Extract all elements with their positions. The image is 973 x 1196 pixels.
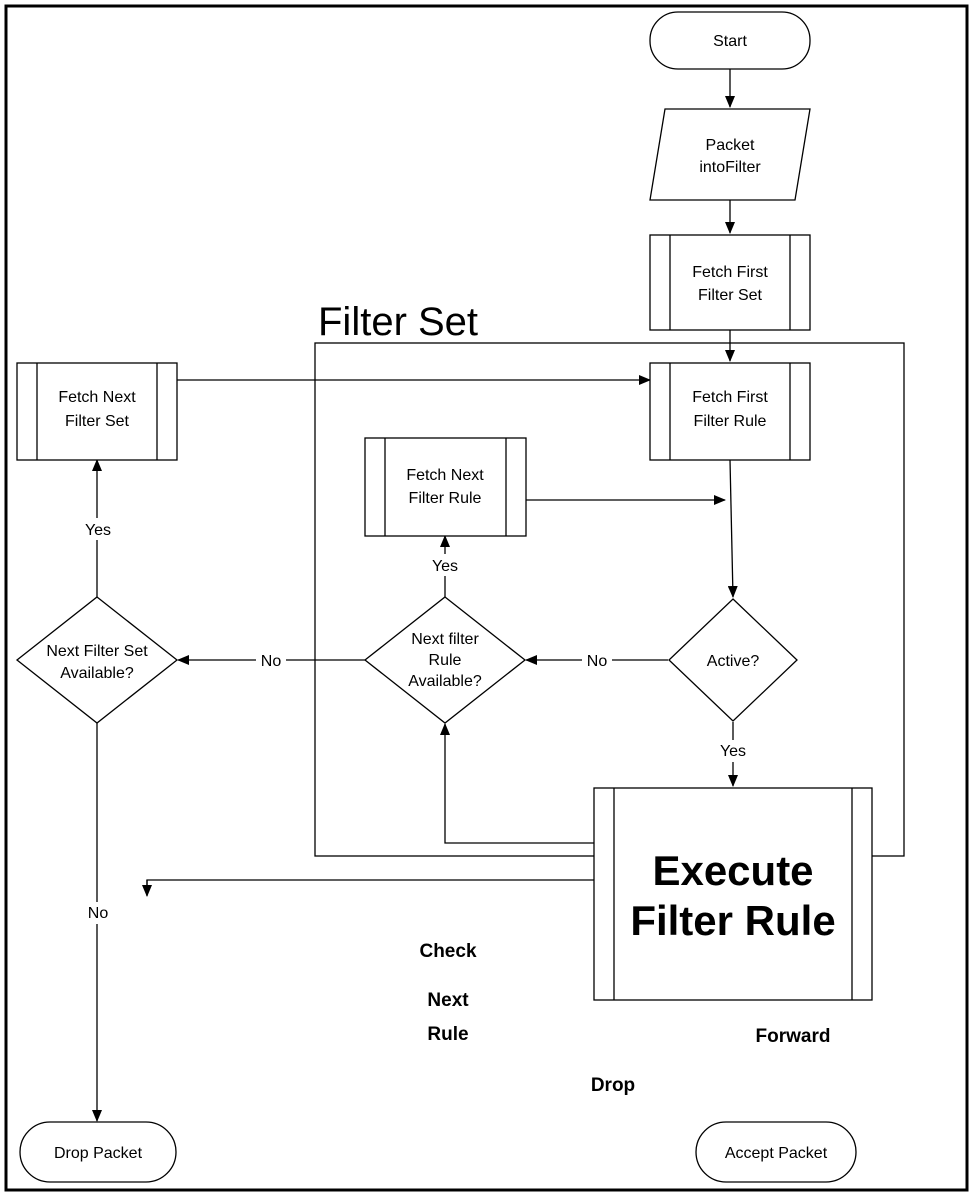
fetch-first-rule-label-1: Fetch First bbox=[692, 389, 768, 406]
fetch-next-rule-label-2: Filter Rule bbox=[409, 490, 482, 507]
next-set-available-label-2: Available? bbox=[60, 665, 134, 682]
edge-label-set-no-left: No bbox=[261, 653, 282, 670]
next-rule-available-label-3: Available? bbox=[408, 673, 482, 690]
node-next-filter-set-available: Next Filter Set Available? bbox=[15, 596, 179, 724]
fetch-first-set-label-1: Fetch First bbox=[692, 264, 768, 281]
fetch-next-set-label-1: Fetch Next bbox=[58, 389, 136, 406]
node-fetch-next-filter-rule: Fetch Next Filter Rule bbox=[364, 437, 527, 537]
outer-border bbox=[4, 4, 969, 1192]
packet-label-1: Packet bbox=[706, 137, 755, 154]
edge-label-forward: Forward bbox=[756, 1026, 831, 1047]
node-packet-into-filter: Packet intoFilter bbox=[649, 108, 811, 201]
node-fetch-next-filter-set: Fetch Next Filter Set bbox=[16, 362, 178, 461]
edge-label-rule-no: No bbox=[587, 653, 608, 670]
edge-label-check-3: Rule bbox=[427, 1024, 468, 1045]
next-rule-available-label-1: Next filter bbox=[411, 631, 479, 648]
fetch-next-rule-label-1: Fetch Next bbox=[406, 467, 484, 484]
node-next-filter-rule-available: Next filter Rule Available? bbox=[363, 596, 527, 724]
execute-label-1: Execute bbox=[652, 847, 813, 894]
execute-label-2: Filter Rule bbox=[630, 897, 835, 944]
fetch-next-set-label-2: Filter Set bbox=[65, 413, 130, 430]
edge-label-check-1: Check bbox=[419, 941, 476, 962]
node-accept-packet: Accept Packet bbox=[695, 1121, 857, 1183]
active-label: Active? bbox=[707, 653, 760, 670]
node-fetch-first-filter-set: Fetch First Filter Set bbox=[649, 234, 811, 331]
start-label: Start bbox=[713, 33, 747, 50]
next-set-available-label-1: Next Filter Set bbox=[46, 643, 148, 660]
edge-label-set-yes: Yes bbox=[85, 522, 111, 539]
node-drop-packet: Drop Packet bbox=[19, 1121, 177, 1183]
filter-set-group bbox=[314, 342, 905, 857]
accept-packet-label: Accept Packet bbox=[725, 1145, 828, 1162]
drop-packet-label: Drop Packet bbox=[54, 1145, 143, 1162]
edge-label-rule-yes: Yes bbox=[432, 558, 458, 575]
edge-label-active-yes: Yes bbox=[720, 743, 746, 760]
node-start: Start bbox=[649, 11, 811, 70]
node-fetch-first-filter-rule: Fetch First Filter Rule bbox=[649, 362, 811, 461]
fetch-first-set-label-2: Filter Set bbox=[698, 287, 763, 304]
edge-label-drop: Drop bbox=[591, 1075, 635, 1096]
fetch-first-rule-label-2: Filter Rule bbox=[694, 413, 767, 430]
edge-label-set-no-down: No bbox=[88, 905, 109, 922]
node-execute-filter-rule: Execute Filter Rule bbox=[593, 787, 873, 1001]
packet-label-2: intoFilter bbox=[699, 159, 761, 176]
node-active: Active? bbox=[668, 598, 798, 722]
next-rule-available-label-2: Rule bbox=[429, 652, 462, 669]
edge-label-check-2: Next bbox=[427, 990, 469, 1011]
filter-set-title: Filter Set bbox=[318, 300, 478, 344]
edge-fetchrule-active bbox=[727, 459, 738, 598]
